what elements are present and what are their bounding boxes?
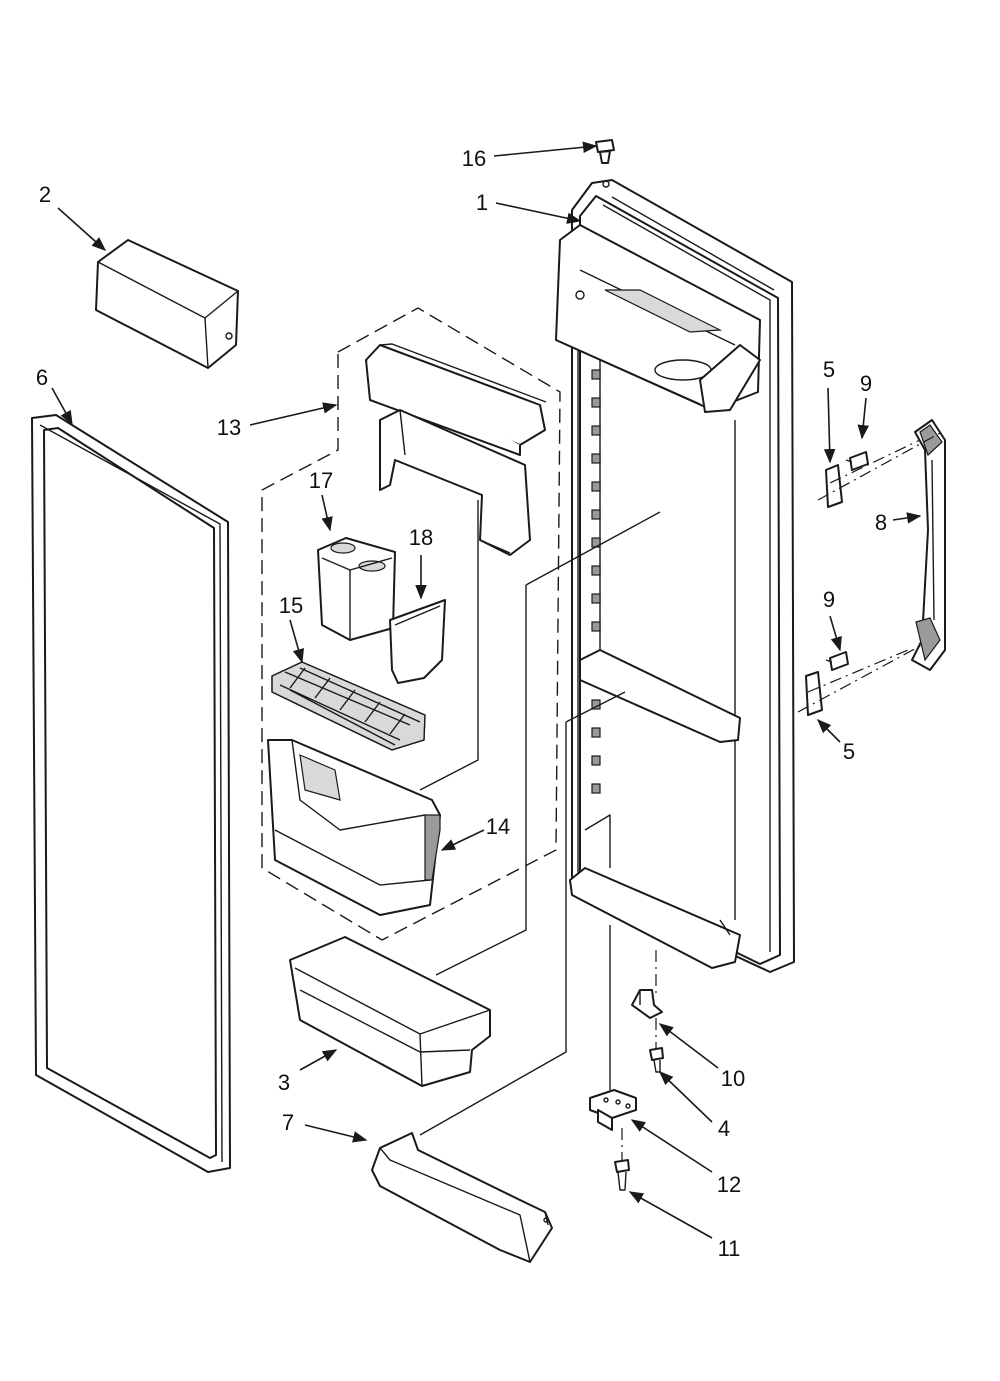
door-bin: [289, 936, 491, 1087]
dispenser-cover: [95, 239, 239, 369]
hinge-bracket: [589, 1089, 637, 1131]
callout-10: 10: [721, 1066, 745, 1091]
callout-2: 2: [39, 182, 51, 207]
hinge-screw: [649, 1047, 664, 1073]
hinge-pin: [631, 989, 663, 1019]
callout-3: 3: [278, 1070, 290, 1095]
callout-17: 17: [309, 468, 333, 493]
leader-arrows: [51, 141, 922, 1239]
callout-13: 13: [217, 415, 241, 440]
door-handle: [911, 419, 946, 671]
ice-bin-assembly: [261, 307, 561, 941]
callout-labels: 16 1 2 6 13 17 18 15 14 3 7 5 9 8 9 5 10…: [36, 146, 887, 1261]
storage-bin: [267, 739, 441, 916]
handle-mount-lower: [805, 651, 849, 716]
assembly-lines: [419, 431, 943, 1162]
door-shelf-rail: [371, 1132, 553, 1263]
callout-5-lower: 5: [843, 739, 855, 764]
callout-15: 15: [279, 593, 303, 618]
callout-14: 14: [486, 814, 510, 839]
callout-18: 18: [409, 525, 433, 550]
callout-5-upper: 5: [823, 357, 835, 382]
shield-panel: [389, 599, 446, 684]
handle-mount-upper: [825, 451, 869, 508]
bracket-screw: [614, 1159, 630, 1191]
callout-9-lower: 9: [823, 587, 835, 612]
callout-9-upper: 9: [860, 371, 872, 396]
callout-8: 8: [875, 510, 887, 535]
callout-4: 4: [718, 1116, 730, 1141]
callout-16: 16: [462, 146, 486, 171]
callout-1: 1: [476, 190, 488, 215]
ice-bucket: [317, 537, 396, 641]
callout-12: 12: [717, 1172, 741, 1197]
door-gasket: [31, 414, 231, 1173]
callout-6: 6: [36, 365, 48, 390]
door-liner: [555, 179, 795, 973]
callout-7: 7: [282, 1110, 294, 1135]
callout-11: 11: [718, 1236, 741, 1261]
